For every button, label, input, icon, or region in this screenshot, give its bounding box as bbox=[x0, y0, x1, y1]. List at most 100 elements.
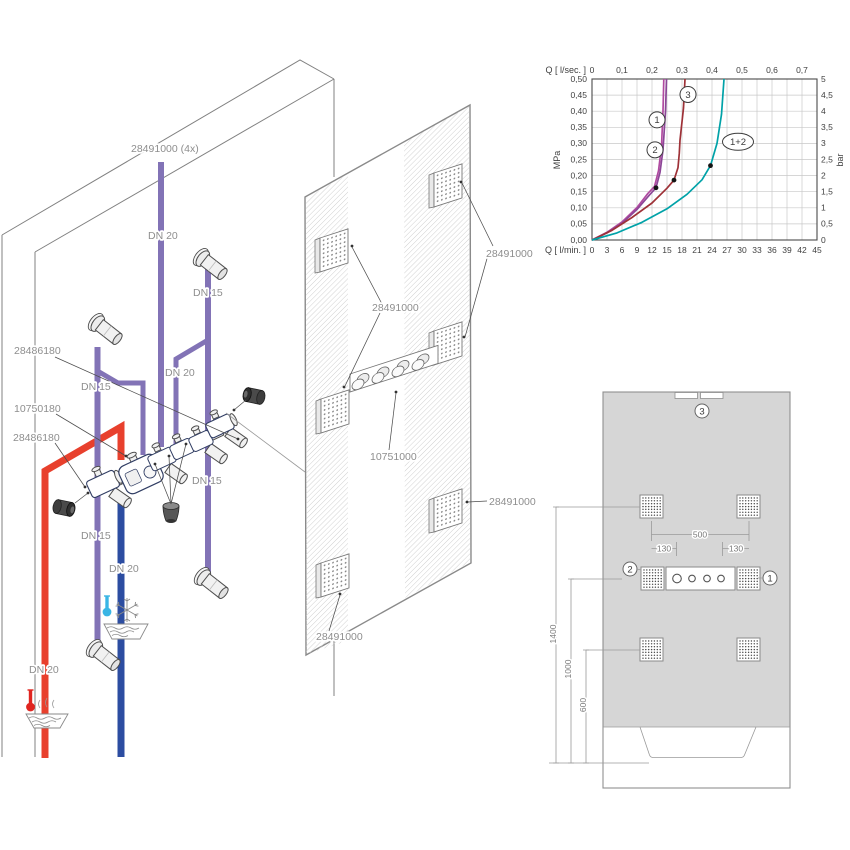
installation-labels: 28491000 (4x) DN 20 DN 15 28486180 DN 20… bbox=[11, 141, 224, 678]
pipe-label: DN 15 bbox=[81, 381, 111, 393]
curve-callout-label: 3 bbox=[685, 90, 690, 101]
hot-water-icon bbox=[25, 689, 69, 729]
curve-callout bbox=[648, 111, 666, 129]
tick-label: 27 bbox=[722, 245, 732, 255]
part-label: 10750180 bbox=[14, 403, 61, 415]
layout-jet-top-left bbox=[639, 494, 664, 519]
callout-1: 1 bbox=[767, 573, 772, 584]
axis-title-left: MPa bbox=[552, 151, 562, 170]
layout-thermostat-module bbox=[665, 566, 736, 591]
layout-jet-mid-left bbox=[640, 566, 665, 591]
tick-label: 12 bbox=[647, 245, 657, 255]
tick-label: 0,50 bbox=[570, 74, 587, 84]
curve-point-marker bbox=[671, 177, 677, 183]
curve-callout-label: 2 bbox=[652, 145, 657, 156]
pipe-left-branch bbox=[96, 368, 146, 455]
tick-label: 0,15 bbox=[570, 187, 587, 197]
tick-label: 0,4 bbox=[706, 65, 718, 75]
layout-jet-bottom-left bbox=[639, 637, 664, 662]
dimension-1400: 1400 bbox=[548, 624, 558, 643]
tick-label: 0,2 bbox=[646, 65, 658, 75]
shutoff-knob-right bbox=[242, 387, 266, 405]
tick-label: 2,5 bbox=[821, 154, 833, 164]
curve-point-marker bbox=[653, 185, 659, 191]
part-label: 28491000 bbox=[489, 496, 536, 508]
curve-callout-label: 1 bbox=[654, 115, 659, 126]
tick-label: 39 bbox=[782, 245, 792, 255]
pipe-label: DN 15 bbox=[81, 530, 111, 542]
tick-label: 15 bbox=[662, 245, 672, 255]
axis-title-bottom: Q [ l/min. ] bbox=[545, 245, 586, 255]
part-label: 28491000 (4x) bbox=[131, 143, 199, 155]
pipe-right-branch-dn20 bbox=[173, 337, 210, 452]
tick-label: 18 bbox=[677, 245, 687, 255]
pipe-label: DN 15 bbox=[192, 475, 222, 487]
tick-label: 0,35 bbox=[570, 122, 587, 132]
elbow-upper-left bbox=[84, 310, 127, 350]
tick-label: 2 bbox=[821, 170, 826, 180]
pipe-label: DN 20 bbox=[29, 664, 59, 676]
tick-label: 0,05 bbox=[570, 219, 587, 229]
tick-label: 30 bbox=[737, 245, 747, 255]
plug-cap bbox=[162, 502, 180, 523]
module-knob bbox=[351, 353, 430, 391]
part-label: 28491000 bbox=[316, 631, 363, 643]
tick-label: 0,40 bbox=[570, 106, 587, 116]
part-label: 10751000 bbox=[370, 451, 417, 463]
part-label: 28491000 bbox=[486, 248, 533, 260]
dimension-130-left: 130 bbox=[657, 544, 671, 554]
tick-label: 5 bbox=[821, 74, 826, 84]
curve-callout bbox=[722, 132, 754, 151]
pipe-label: DN 20 bbox=[109, 563, 139, 575]
curve-callout bbox=[646, 141, 664, 159]
tick-label: 0,25 bbox=[570, 154, 587, 164]
tick-label: 0,10 bbox=[570, 203, 587, 213]
part-label: 28486180 bbox=[14, 345, 61, 357]
curve-callout bbox=[679, 85, 697, 103]
tick-label: 0,30 bbox=[570, 138, 587, 148]
valve-outlet bbox=[204, 442, 228, 465]
valve-manifold-assembly bbox=[52, 387, 266, 523]
tick-label: 24 bbox=[707, 245, 717, 255]
shutoff-knob-left bbox=[52, 499, 76, 517]
tick-label: 0,45 bbox=[570, 90, 587, 100]
panel-labels: 28491000 28491000 10751000 28491000 2849… bbox=[314, 246, 537, 645]
tick-label: 0,3 bbox=[676, 65, 688, 75]
shutoff-valve bbox=[86, 465, 123, 499]
curve-point-marker bbox=[708, 163, 713, 169]
leader-lines bbox=[54, 356, 306, 505]
overhead-shower-slot bbox=[700, 392, 724, 399]
tick-label: 6 bbox=[620, 245, 625, 255]
tick-label: 0,5 bbox=[821, 219, 833, 229]
tick-label: 42 bbox=[797, 245, 807, 255]
overhead-shower-slot bbox=[674, 392, 698, 399]
valve-outlet bbox=[164, 462, 188, 485]
curve-callout-label: 1+2 bbox=[730, 137, 746, 148]
layout-jet-bottom-right bbox=[736, 637, 761, 662]
part-label: 28486180 bbox=[13, 432, 60, 444]
pipework bbox=[41, 162, 211, 758]
module-handle bbox=[688, 574, 696, 583]
valve-outlet bbox=[108, 486, 132, 509]
shutoff-valve bbox=[205, 409, 238, 439]
dimension-1000: 1000 bbox=[563, 659, 573, 678]
tick-label: 0,20 bbox=[570, 170, 587, 180]
callout-2: 2 bbox=[627, 564, 632, 575]
dimension-600: 600 bbox=[578, 698, 588, 712]
tick-label: 1 bbox=[821, 203, 826, 213]
tick-label: 33 bbox=[752, 245, 762, 255]
tick-label: 9 bbox=[635, 245, 640, 255]
module-handle bbox=[703, 574, 711, 583]
layout-border bbox=[602, 391, 791, 789]
tick-label: 3,5 bbox=[821, 122, 833, 132]
tick-label: 3 bbox=[821, 138, 826, 148]
tick-label: 0,6 bbox=[766, 65, 778, 75]
axis-title-right: bar bbox=[835, 153, 845, 166]
dimension-500: 500 bbox=[693, 530, 707, 540]
elbow-lower-right bbox=[190, 564, 233, 604]
tick-label: 0 bbox=[590, 245, 595, 255]
flow-curve-1+2 bbox=[591, 78, 725, 241]
